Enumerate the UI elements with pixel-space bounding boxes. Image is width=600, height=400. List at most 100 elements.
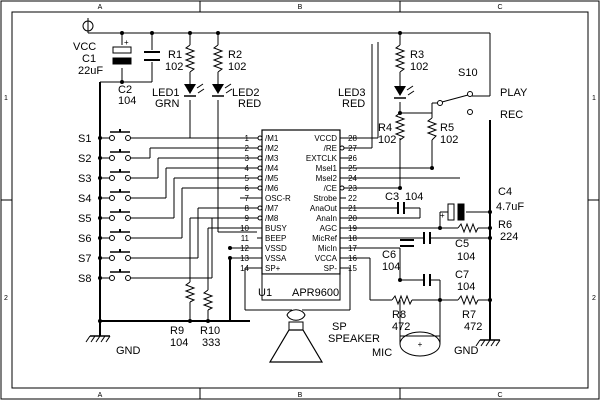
chip-right-pins: 28VCCD27/RE26EXTCLK25Msel124Msel223/CE22…: [306, 134, 358, 273]
pin-name: AnaIn: [316, 214, 337, 223]
speaker-ref: SP: [332, 321, 347, 333]
chip-pin-9: 9/M8: [245, 214, 279, 223]
c6-value: 104: [382, 261, 400, 273]
pin-name: SP-: [324, 264, 338, 273]
r2-resistor: R2 102: [212, 44, 246, 73]
frame-top-b: B: [298, 4, 303, 11]
c1-plus: +: [124, 38, 129, 47]
led1-ref: LED1: [152, 87, 180, 99]
pin-name: Msel2: [316, 174, 338, 183]
pin-number: 15: [348, 264, 357, 273]
r9-value: 104: [170, 337, 188, 349]
r6-value: 224: [500, 231, 518, 243]
pin-number: 13: [240, 254, 249, 263]
pin-name: EXTCLK: [306, 154, 338, 163]
led2: LED2 RED: [212, 83, 261, 110]
frame-bottom-b: B: [298, 392, 303, 399]
frame-labels: A B C A B C 1 2 1 2: [4, 4, 596, 399]
chip-pin-15: 15 SP-: [324, 264, 358, 273]
switch-label: S4: [78, 193, 91, 205]
r8-ref: R8: [392, 309, 406, 321]
s10-rec-label: REC: [500, 109, 523, 121]
pin-name: BUSY: [265, 224, 287, 233]
gnd-left-label: GND: [116, 345, 141, 357]
pin-name: BEEP: [265, 234, 286, 243]
chip-pin-23: 23/CE: [324, 184, 358, 193]
r4-value: 102: [378, 134, 396, 146]
r9-ref: R9: [170, 325, 184, 337]
c2-capacitor: C2 104: [118, 51, 160, 107]
r4-resistor: R4 102: [378, 112, 406, 146]
pin-number: 14: [240, 264, 249, 273]
switch-label: S5: [78, 213, 91, 225]
pin-number: 2: [245, 144, 250, 153]
led1: LED1 GRN: [152, 83, 205, 110]
pin-number: 18: [348, 234, 357, 243]
pin-number: 20: [348, 214, 357, 223]
pin-name: AGC: [320, 224, 338, 233]
frame-bottom-c: C: [497, 392, 502, 399]
c7-capacitor: C7 104: [423, 269, 475, 293]
led2-ref: LED2: [232, 87, 260, 99]
pin-number: 12: [240, 244, 249, 253]
c7-ref: C7: [455, 269, 469, 281]
s10-play-label: PLAY: [500, 87, 528, 99]
c1-ref: C1: [82, 53, 96, 65]
chip-pin-11: 11 BEEP: [241, 234, 287, 243]
switch-s6: S6: [78, 229, 131, 245]
pin-number: 19: [348, 224, 357, 233]
pin-number: 11: [241, 234, 250, 243]
u1-ref: U1: [258, 287, 272, 299]
r6-ref: R6: [498, 219, 512, 231]
led3-color: RED: [342, 98, 365, 110]
pin-number: 6: [245, 184, 250, 193]
junctions: [98, 31, 492, 323]
c1-value: 22uF: [78, 65, 103, 77]
r9-resistor: R9 104: [170, 281, 196, 349]
c4-ref: C4: [498, 186, 512, 198]
pin-name: /M5: [265, 174, 279, 183]
pin-name: /M4: [265, 164, 279, 173]
pin-number: 16: [348, 254, 357, 263]
r5-resistor: R5 102: [426, 117, 458, 146]
c5-capacitor: C5 104: [423, 232, 475, 263]
pin-name: /RE: [324, 144, 337, 153]
pin-name: AnaOut: [310, 204, 338, 213]
c7-value: 104: [457, 281, 475, 293]
pin-number: 5: [245, 174, 250, 183]
wires: [88, 32, 491, 340]
chip-pin-12: 12 VSSD: [240, 244, 287, 253]
pin-name: VSSA: [265, 254, 287, 263]
pin-number: 3: [245, 154, 250, 163]
pin-number: 10: [240, 224, 249, 233]
r8-resistor: R8 472: [391, 294, 413, 333]
chip-pin-6: 6/M6: [245, 184, 279, 193]
c6-ref: C6: [382, 249, 396, 261]
switch-s8: S8: [78, 269, 131, 285]
chip-pin-8: 8/M7: [245, 204, 279, 213]
c4-value: 4.7uF: [496, 201, 524, 213]
r10-value: 333: [202, 337, 220, 349]
gnd-right: GND: [454, 339, 501, 357]
pin-name: VSSD: [265, 244, 287, 253]
pin-number: 21: [348, 204, 357, 213]
c5-value: 104: [457, 251, 475, 263]
frame-top-a: A: [98, 4, 103, 11]
led2-color: RED: [238, 98, 261, 110]
frame-left-1: 1: [4, 95, 8, 102]
pin-name: Msel1: [316, 164, 338, 173]
pin-name: Strobe: [313, 194, 337, 203]
switch-label: S8: [78, 273, 91, 285]
r3-resistor: R3 102: [394, 44, 428, 73]
c4-capacitor: + C4 4.7uF: [440, 186, 524, 221]
switch-label: S6: [78, 233, 91, 245]
r2-ref: R2: [228, 49, 242, 61]
c3-ref: C3: [385, 191, 399, 203]
